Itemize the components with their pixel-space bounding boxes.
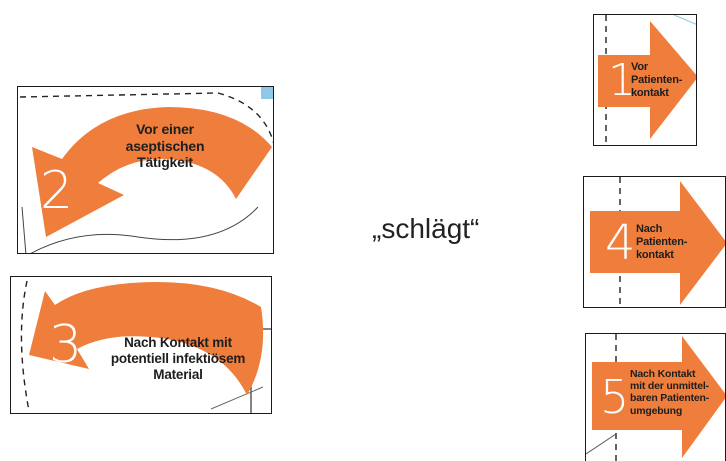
moment-label-4: Nach Patienten-kontakt [636,223,688,261]
straight-arrow-1-graphic [598,15,696,145]
straight-arrow-5-graphic [586,334,725,461]
moment-label-3: Nach Kontakt mit potentiell infektiösem … [110,335,246,382]
moment-card-3: 3 Nach Kontakt mit potentiell infektiöse… [10,276,272,414]
curved-arrow-2-graphic [19,87,273,253]
center-word: „schlägt“ [372,213,480,244]
moment-number-4: 4 [605,215,636,271]
straight-arrow-4-graphic [590,177,725,307]
moment-number-1: 1 [608,55,636,106]
moment-card-1: 1 Vor Patienten-kontakt [593,14,697,146]
corner-accent [261,87,273,99]
moment-number-5: 5 [600,370,630,424]
moment-label-5: Nach Kontakt mit der unmittel-baren Pati… [630,368,710,417]
moment-card-4: 4 Nach Patienten-kontakt [583,176,726,308]
moment-number-3: 3 [49,315,83,375]
moment-card-2: 2 Vor einer aseptischen Tätigkeit [17,86,274,254]
moment-card-5: 5 Nach Kontakt mit der unmittel-baren Pa… [585,333,726,461]
curved-arrow-3-graphic [20,280,271,413]
moment-label-1: Vor Patienten-kontakt [631,61,683,99]
moment-label-2: Vor einer aseptischen Tätigkeit [125,121,205,171]
moment-number-2: 2 [40,161,74,221]
